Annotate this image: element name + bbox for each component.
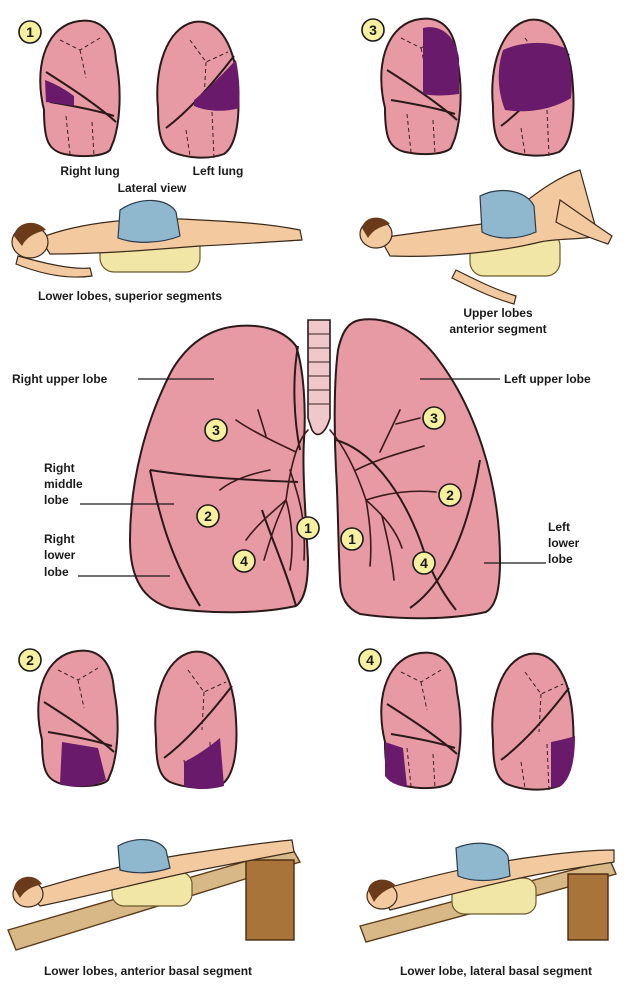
panel-3-caption-line2: anterior segment	[449, 322, 546, 336]
center-lungs: 3 2 4 1 1 3 2 4 Right upper lobe Left up…	[12, 319, 591, 618]
panel-1: 1 Right lung Left lung Lateral view Lowe…	[12, 21, 302, 303]
panel-3-right-lung	[381, 19, 460, 154]
right-lung	[130, 326, 308, 613]
panel-4: 4 Lower lobe, lateral basal segment	[359, 649, 616, 978]
panel-2-left-lung	[155, 652, 236, 789]
tilted-board-right	[360, 843, 616, 942]
panel-3: 3 Upper lobes anterior segment	[360, 19, 612, 336]
label-left-upper-lobe: Left upper lobe	[504, 372, 591, 386]
marker-r3: 3	[205, 419, 227, 441]
panel-4-left-lung	[492, 654, 575, 790]
svg-text:2: 2	[446, 487, 454, 503]
panel-3-badge: 3	[362, 19, 384, 41]
svg-text:2: 2	[26, 652, 34, 668]
label-right-middle-lobe-3: lobe	[44, 493, 69, 507]
label-right-lower-lobe-1: Right	[44, 532, 75, 546]
svg-text:3: 3	[212, 422, 220, 438]
marker-r4: 4	[233, 550, 255, 572]
supine-patient-figure	[360, 170, 612, 304]
panel-1-badge: 1	[19, 21, 41, 43]
svg-text:3: 3	[369, 22, 377, 38]
left-lung-caption: Left lung	[193, 164, 244, 178]
label-right-upper-lobe: Right upper lobe	[12, 372, 108, 386]
panel-3-left-lung	[492, 20, 573, 156]
svg-text:4: 4	[240, 553, 248, 569]
svg-text:1: 1	[348, 531, 356, 547]
svg-text:2: 2	[204, 508, 212, 524]
svg-text:3: 3	[430, 410, 438, 426]
label-right-lower-lobe-3: lobe	[44, 565, 69, 579]
prone-patient-figure	[12, 200, 302, 277]
label-left-lower-lobe-2: lower	[548, 536, 580, 550]
svg-text:1: 1	[304, 520, 312, 536]
panel-1-position-caption: Lower lobes, superior segments	[38, 289, 222, 303]
panel-2-right-lung	[38, 651, 117, 787]
svg-text:4: 4	[366, 652, 374, 668]
tilted-board-left	[8, 840, 300, 950]
label-right-middle-lobe-1: Right	[44, 461, 75, 475]
marker-l1: 1	[341, 528, 363, 550]
panel-4-position-caption: Lower lobe, lateral basal segment	[400, 964, 592, 978]
marker-r2: 2	[197, 505, 219, 527]
marker-l2: 2	[439, 484, 461, 506]
panel-1-right-lung	[40, 21, 119, 156]
panel-3-caption-line1: Upper lobes	[463, 306, 533, 320]
marker-l4: 4	[413, 552, 435, 574]
panel-2-badge: 2	[19, 649, 41, 671]
panel-4-right-lung	[381, 653, 460, 788]
svg-text:4: 4	[420, 555, 428, 571]
marker-l3: 3	[423, 407, 445, 429]
panel-1-left-lung	[157, 22, 239, 158]
lateral-view-caption: Lateral view	[118, 181, 187, 195]
label-left-lower-lobe-1: Left	[548, 520, 570, 534]
trachea	[308, 320, 330, 434]
label-right-middle-lobe-2: middle	[44, 477, 83, 491]
right-lung-caption: Right lung	[60, 164, 119, 178]
svg-text:1: 1	[26, 24, 34, 40]
panel-2-position-caption: Lower lobes, anterior basal segment	[44, 964, 252, 978]
marker-r1: 1	[297, 517, 319, 539]
panel-2: 2 Lower lobes, anterior basal segment	[8, 649, 300, 978]
label-left-lower-lobe-3: lobe	[548, 552, 573, 566]
label-right-lower-lobe-2: lower	[44, 548, 76, 562]
panel-4-badge: 4	[359, 649, 381, 671]
